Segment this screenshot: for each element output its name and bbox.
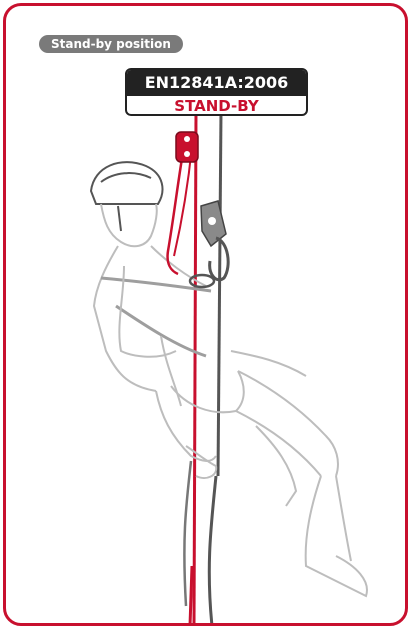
grey-working-rope bbox=[218, 111, 221, 476]
grey-rope-tail bbox=[209, 476, 216, 626]
red-backup-rope bbox=[194, 111, 196, 626]
person-figure bbox=[91, 162, 367, 596]
attachment-ring bbox=[190, 275, 214, 287]
standard-box: EN12841A:2006 STAND-BY bbox=[125, 68, 308, 116]
standard-code: EN12841A:2006 bbox=[127, 70, 306, 96]
rope-adjuster-device bbox=[176, 132, 198, 162]
illustration-card: Stand-by position bbox=[3, 3, 408, 626]
red-lanyard bbox=[168, 146, 184, 274]
descender-device bbox=[201, 201, 226, 246]
red-rope-lower-tail bbox=[190, 566, 192, 626]
standby-status: STAND-BY bbox=[127, 96, 306, 116]
helmet bbox=[91, 162, 162, 204]
